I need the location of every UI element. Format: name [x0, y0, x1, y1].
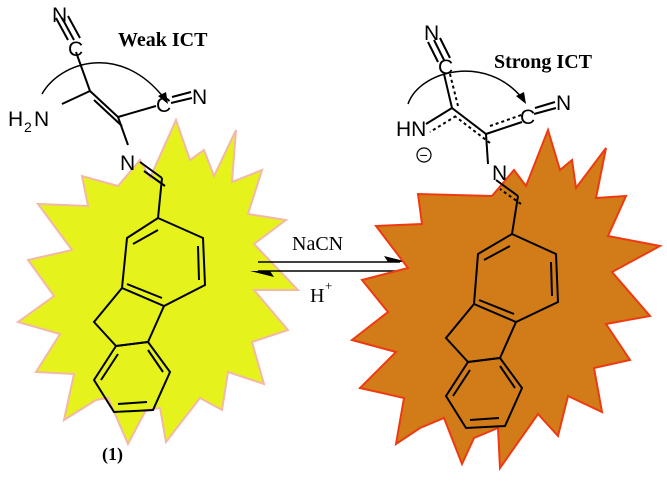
- reverse-reagent-sup: +: [325, 278, 332, 293]
- left-ict-arrowhead: [158, 92, 168, 104]
- left-atom-c-top: C: [68, 38, 83, 61]
- right-ict-arrow: [407, 70, 523, 105]
- left-atom-n-top: N: [52, 4, 67, 27]
- right-atom-c-top: C: [438, 56, 453, 79]
- right-starburst: [349, 126, 663, 471]
- left-atom-amine-h: H: [8, 108, 23, 131]
- right-atom-n-right: N: [556, 92, 571, 115]
- equilibrium-arrows: NaCN H +: [250, 233, 408, 307]
- right-ict-arrowhead: [516, 92, 526, 104]
- left-fluorene: [92, 161, 207, 414]
- right-atom-c-right: C: [520, 106, 535, 129]
- right-fluorene: [444, 179, 560, 430]
- forward-reagent: NaCN: [292, 233, 343, 255]
- right-atom-hn: HN: [396, 118, 426, 141]
- reverse-reagent: H: [310, 285, 324, 307]
- left-atom-n-right: N: [192, 86, 207, 109]
- left-atom-amine-n: N: [34, 108, 49, 131]
- right-negative-charge-circle: [416, 147, 432, 163]
- left-atom-imine-n: N: [120, 152, 135, 175]
- right-atom-n-top: N: [424, 22, 439, 45]
- left-title: Weak ICT: [118, 29, 208, 51]
- left-atom-c-right: C: [156, 94, 171, 117]
- right-molecule: N C HN − C N N Strong ICT: [349, 22, 663, 471]
- left-molecule: N C H 2 N C N N Weak ICT (1): [8, 4, 301, 465]
- right-dicyano-fragment: [425, 37, 557, 165]
- left-starburst: [15, 117, 301, 447]
- right-title: Strong ICT: [494, 51, 593, 73]
- left-atom-amine-sub: 2: [24, 119, 32, 135]
- left-dicyano-fragment: [55, 15, 193, 146]
- right-atom-imine-n: N: [492, 162, 507, 185]
- left-ict-arrow: [41, 62, 165, 99]
- compound-label: (1): [102, 444, 123, 465]
- right-negative-charge: −: [420, 147, 428, 163]
